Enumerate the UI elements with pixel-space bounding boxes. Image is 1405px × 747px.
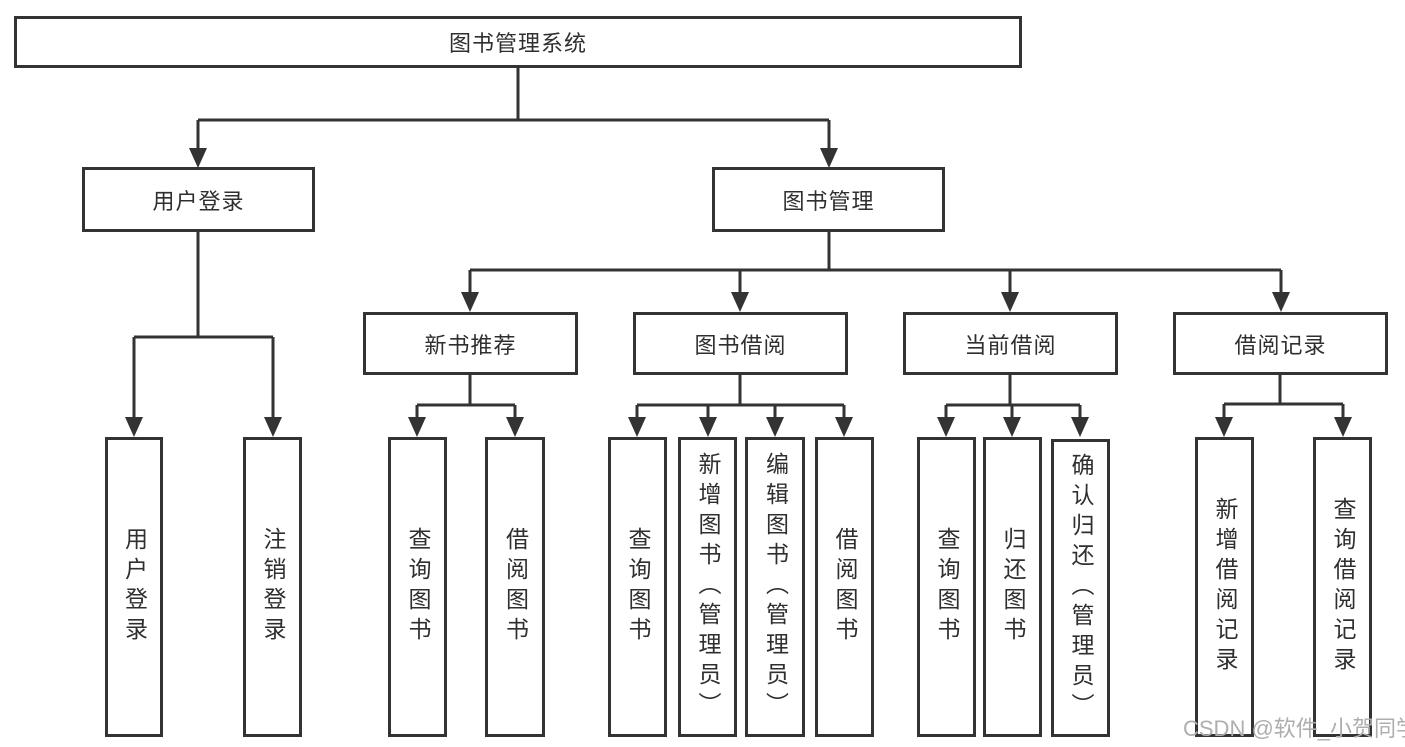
node-user-login: 用户登录 (82, 167, 315, 232)
node-label: 注销登录 (260, 527, 286, 647)
node-label: 新增借阅记录 (1212, 497, 1238, 677)
leaf-confirm-return-admin: 确认归还（管理员） (1051, 439, 1110, 737)
leaf-borrow-books: 借阅图书 (815, 437, 874, 737)
node-label: 当前借阅 (964, 332, 1057, 358)
leaf-borrow-books-recommend: 借阅图书 (485, 437, 545, 737)
node-label: 查询图书 (934, 527, 960, 647)
leaf-query-borrow-record: 查询借阅记录 (1313, 437, 1372, 737)
node-label: 借阅图书 (502, 527, 529, 647)
node-current-borrow: 当前借阅 (903, 312, 1118, 375)
node-label: 用户登录 (121, 527, 148, 647)
node-label: 查询借阅记录 (1330, 497, 1356, 677)
node-label: 查询图书 (405, 527, 431, 647)
node-new-book-recommend: 新书推荐 (363, 312, 578, 375)
node-book-borrow: 图书借阅 (633, 312, 848, 375)
connector-book-borrow (635, 375, 846, 421)
node-label: 查询图书 (625, 527, 651, 647)
watermark: CSDN @软件_小贺同学 (1183, 716, 1405, 741)
node-label: 新增图书（管理员） (695, 452, 721, 722)
node-label: 图书管理 (782, 188, 875, 214)
node-label: 用户登录 (152, 188, 245, 214)
leaf-query-books-borrow: 查询图书 (608, 437, 667, 737)
connector-user-login (132, 232, 275, 421)
node-label: 图书借阅 (694, 332, 787, 358)
leaf-add-borrow-record: 新增借阅记录 (1195, 437, 1254, 737)
connector-current-borrow (944, 375, 1082, 421)
node-borrow-records: 借阅记录 (1173, 312, 1388, 375)
leaf-logout-login: 注销登录 (243, 437, 302, 737)
node-label: 图书管理系统 (448, 31, 587, 56)
leaf-return-books: 归还图书 (983, 437, 1042, 737)
connector-book-management (468, 232, 1283, 296)
node-book-management: 图书管理 (712, 167, 945, 232)
node-label: 借阅图书 (832, 527, 858, 647)
connector-borrow-records (1222, 375, 1345, 421)
node-label: 借阅记录 (1234, 332, 1327, 358)
node-label: 新书推荐 (424, 332, 517, 358)
connector-root (196, 68, 831, 152)
node-label: 归还图书 (1000, 527, 1026, 647)
node-label: 确认归还（管理员） (1068, 453, 1094, 723)
node-root-system: 图书管理系统 (14, 16, 1022, 68)
arrow-down-icon (125, 148, 1352, 437)
node-label: 编辑图书（管理员） (762, 452, 789, 722)
leaf-user-login: 用户登录 (105, 437, 163, 737)
leaf-query-books-current: 查询图书 (917, 437, 976, 737)
connector-new-book-recommend (415, 375, 517, 421)
leaf-edit-books-admin: 编辑图书（管理员） (745, 437, 805, 737)
leaf-query-books-recommend: 查询图书 (388, 437, 447, 737)
leaf-add-books-admin: 新增图书（管理员） (678, 437, 737, 737)
